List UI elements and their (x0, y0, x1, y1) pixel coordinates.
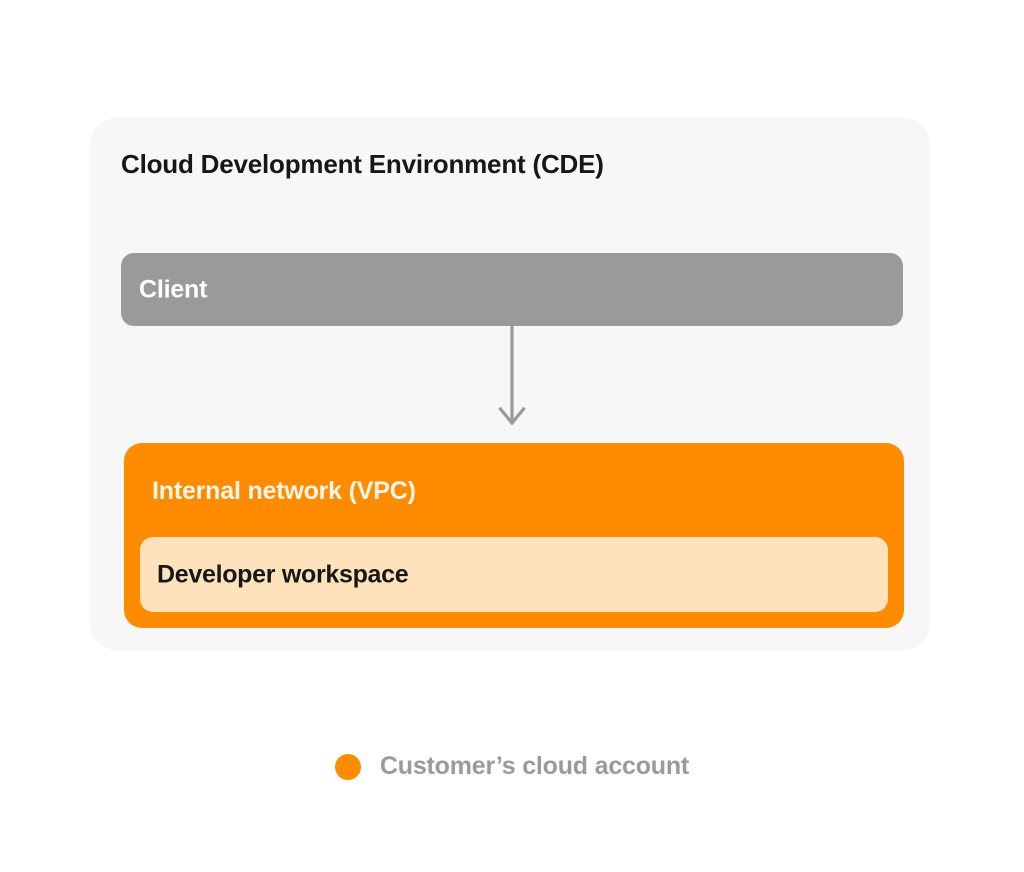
down-arrow-icon (495, 326, 529, 430)
developer-workspace-node: Developer workspace (140, 537, 888, 612)
cde-title: Cloud Development Environment (CDE) (121, 149, 604, 179)
legend-item-label: Customer’s cloud account (379, 752, 690, 780)
legend: Customer’s cloud account (0, 752, 1024, 781)
internal-network-vpc-node: Internal network (VPC) Developer workspa… (124, 443, 904, 628)
dot-icon (334, 753, 361, 780)
client-node: Client (121, 253, 903, 326)
developer-workspace-label: Developer workspace (157, 560, 409, 588)
client-node-label: Client (139, 275, 208, 303)
cde-container-card: Cloud Development Environment (CDE) Clie… (90, 118, 930, 650)
internal-network-vpc-label: Internal network (VPC) (152, 477, 416, 505)
